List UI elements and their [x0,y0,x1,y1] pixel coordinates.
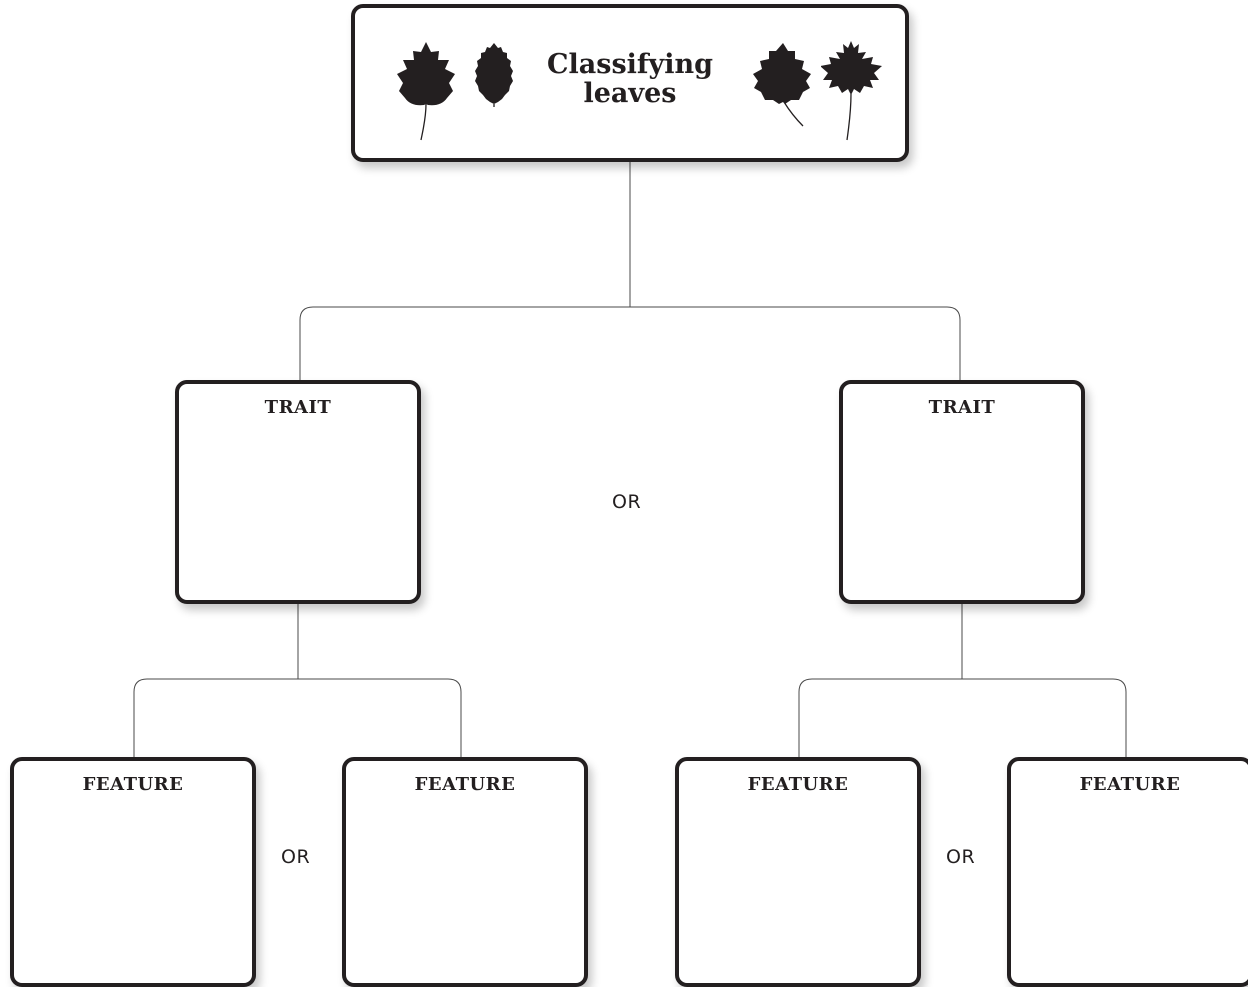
lobed-leaf-icon [753,43,811,127]
or-label-traits: OR [612,491,642,513]
title-to-traits-connector [299,162,961,382]
right-trait-to-features-connector [798,604,1127,759]
feature-box-4: FEATURE [1007,757,1248,987]
star-maple-leaf-icon [821,41,882,141]
diagram-title: Classifying leaves [547,49,713,109]
or-label-features-left: OR [281,846,311,868]
feature-label: FEATURE [82,774,184,795]
maple-leaf-icon [397,42,455,141]
trait-label: TRAIT [928,397,996,418]
left-trait-to-features-connector [133,604,462,759]
trait-label: TRAIT [264,397,332,418]
feature-label: FEATURE [1079,774,1181,795]
oval-serrated-leaf-icon [475,43,513,107]
trait-box-right: TRAIT [839,380,1085,604]
feature-box-3: FEATURE [675,757,921,987]
or-label-features-right: OR [946,846,976,868]
feature-label: FEATURE [747,774,849,795]
feature-label: FEATURE [414,774,516,795]
title-box: Classifying leaves [351,4,909,162]
feature-box-1: FEATURE [10,757,256,987]
trait-box-left: TRAIT [175,380,421,604]
feature-box-2: FEATURE [342,757,588,987]
